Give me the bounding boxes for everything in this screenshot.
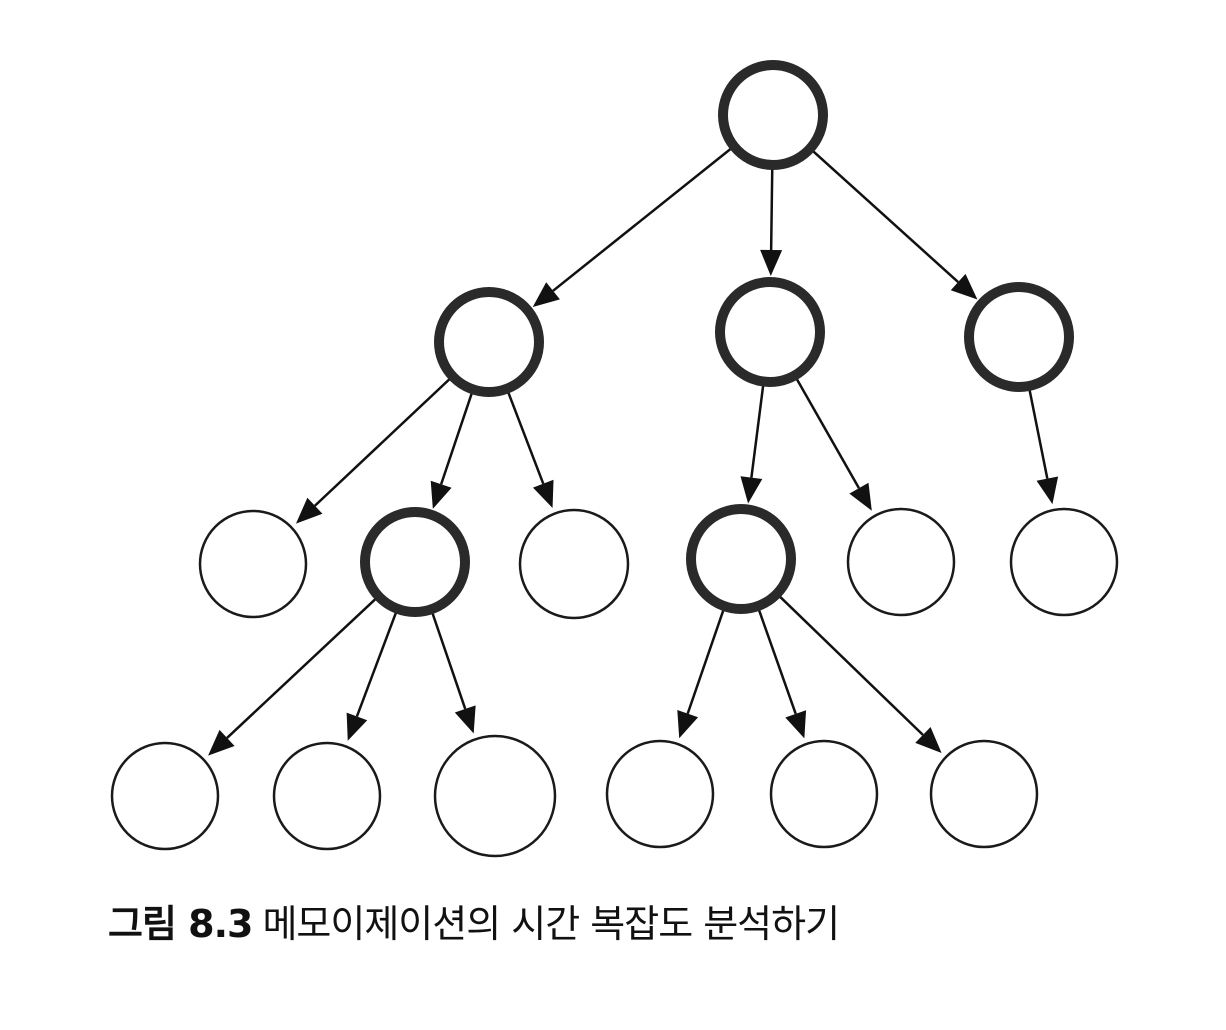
tree-node-l2-a1 (198, 509, 308, 619)
tree-node-root (718, 60, 828, 170)
arrowhead (677, 710, 699, 739)
edge-line (226, 597, 377, 739)
tree-node-l1-c (964, 282, 1074, 392)
edge-line (1028, 389, 1049, 479)
tree-node-l3-a2-2 (272, 741, 382, 851)
arrowhead (849, 482, 872, 511)
edge-l2-a2-to-l3-a2-1 (208, 597, 377, 756)
edge-line (795, 378, 861, 489)
edge-l2-a2-to-l3-a2-3 (431, 612, 476, 734)
edge-root-to-l1-a (532, 147, 732, 308)
arrowhead (1036, 476, 1059, 505)
edge-line (507, 391, 545, 485)
edge-l2-b1-to-l3-b1-2 (757, 609, 807, 739)
tree-node-l2-b2 (846, 507, 956, 617)
edge-line (769, 168, 774, 251)
edge-root-to-l1-c (812, 150, 978, 300)
arrowhead (740, 476, 763, 504)
edge-line (778, 595, 924, 736)
arrowhead (430, 480, 452, 509)
tree-node-l2-a3 (518, 508, 630, 620)
tree-node-l3-a2-3 (433, 734, 557, 858)
arrowhead (950, 273, 978, 300)
arrowhead (532, 479, 554, 508)
tree-node-l2-b1 (686, 504, 796, 614)
tree-node-l2-a2 (360, 507, 470, 617)
arrowhead (915, 727, 942, 753)
edge-line (552, 147, 732, 292)
figure-label: 그림 8.3 (108, 902, 253, 946)
edge-line (431, 612, 467, 710)
tree-node-l3-b1-3 (929, 739, 1039, 849)
arrowhead (532, 282, 560, 308)
edge-l1-c-to-l2-c1 (1028, 389, 1059, 505)
edge-line (757, 609, 797, 715)
arrowhead (785, 710, 807, 739)
arrowhead (295, 497, 323, 524)
edge-l2-b1-to-l3-b1-1 (677, 609, 725, 739)
edge-l2-b1-to-l3-b1-3 (778, 595, 942, 753)
edge-line (812, 150, 959, 283)
tree-node-l1-b (715, 277, 825, 387)
tree-node-l3-b1-1 (605, 739, 715, 849)
edge-l2-a2-to-l3-a2-2 (346, 612, 398, 741)
edge-l1-a-to-l2-a2 (430, 392, 473, 509)
nodes-layer (110, 60, 1119, 858)
arrowhead (454, 705, 476, 734)
edges-layer (208, 147, 1059, 756)
edge-l1-b-to-l2-b2 (795, 378, 872, 511)
tree-node-l2-c1 (1009, 507, 1119, 617)
edge-line (686, 609, 725, 715)
edge-l1-a-to-l2-a3 (507, 391, 554, 508)
arrowhead (208, 729, 235, 756)
edge-l1-b-to-l2-b1 (740, 385, 765, 504)
tree-node-l3-b1-2 (769, 739, 879, 849)
edge-root-to-l1-b (760, 168, 783, 277)
edge-line (314, 378, 451, 507)
edge-line (439, 392, 473, 485)
tree-node-l1-a (434, 287, 544, 397)
edge-line (355, 612, 398, 717)
tree-node-l3-a2-1 (110, 741, 220, 851)
edge-l1-a-to-l2-a1 (295, 378, 451, 524)
figure-caption-text: 메모이제이션의 시간 복잡도 분석하기 (262, 902, 840, 946)
arrowhead (760, 249, 783, 277)
edge-line (750, 385, 765, 478)
arrowhead (346, 712, 368, 741)
